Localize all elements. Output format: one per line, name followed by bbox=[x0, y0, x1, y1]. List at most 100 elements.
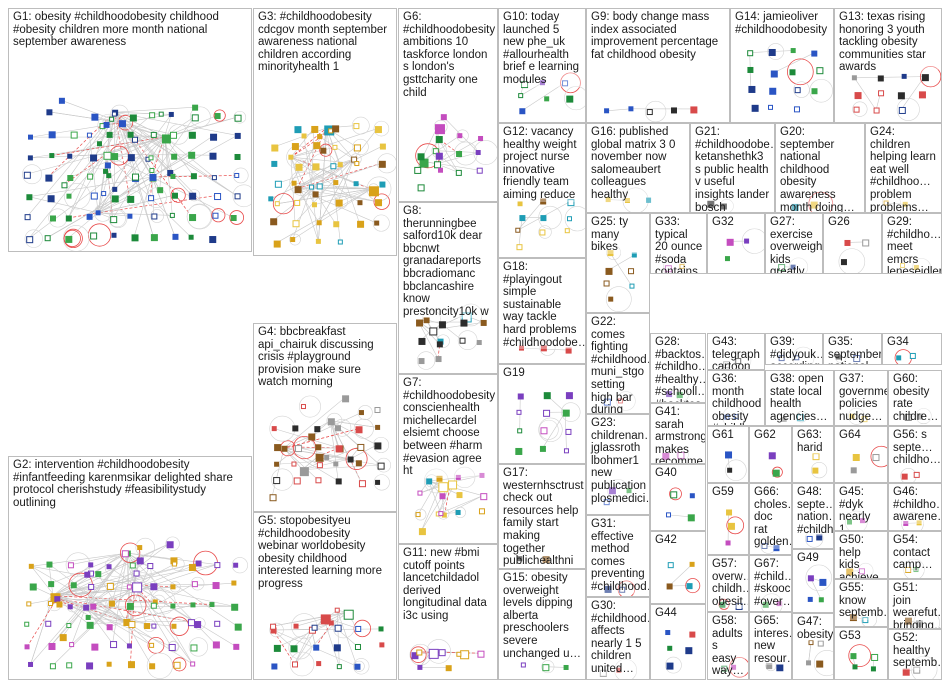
graph-node[interactable] bbox=[270, 218, 278, 226]
graph-node[interactable] bbox=[733, 414, 739, 420]
graph-node[interactable] bbox=[317, 134, 323, 140]
graph-node[interactable] bbox=[333, 461, 339, 467]
graph-node[interactable] bbox=[150, 602, 157, 609]
graph-node[interactable] bbox=[748, 85, 756, 93]
graph-node[interactable] bbox=[810, 201, 818, 209]
graph-node[interactable] bbox=[357, 200, 363, 206]
graph-node[interactable] bbox=[49, 215, 56, 222]
graph-node[interactable] bbox=[368, 186, 379, 197]
graph-node[interactable] bbox=[565, 392, 573, 400]
graph-node[interactable] bbox=[26, 601, 32, 607]
graph-node[interactable] bbox=[234, 132, 241, 139]
graph-node[interactable] bbox=[90, 603, 97, 610]
graph-node[interactable] bbox=[608, 296, 614, 302]
graph-node[interactable] bbox=[214, 562, 221, 569]
graph-node[interactable] bbox=[90, 154, 98, 162]
graph-node[interactable] bbox=[334, 607, 340, 613]
graph-node[interactable] bbox=[190, 173, 197, 180]
graph-node[interactable] bbox=[47, 195, 55, 203]
graph-node[interactable] bbox=[790, 48, 796, 54]
graph-node[interactable] bbox=[724, 256, 730, 262]
graph-node[interactable] bbox=[106, 173, 112, 179]
graph-node[interactable] bbox=[126, 643, 132, 649]
graph-node[interactable] bbox=[438, 482, 449, 493]
graph-node[interactable] bbox=[66, 623, 72, 629]
graph-node[interactable] bbox=[311, 202, 317, 208]
graph-node[interactable] bbox=[314, 426, 321, 433]
graph-node[interactable] bbox=[290, 237, 296, 243]
graph-node[interactable] bbox=[129, 114, 137, 122]
graph-node[interactable] bbox=[131, 173, 139, 181]
graph-node[interactable] bbox=[129, 562, 136, 569]
graph-node[interactable] bbox=[357, 443, 365, 451]
graph-node[interactable] bbox=[147, 563, 154, 570]
graph-node[interactable] bbox=[563, 448, 569, 454]
graph-node[interactable] bbox=[375, 479, 381, 485]
graph-node[interactable] bbox=[150, 234, 158, 242]
graph-node[interactable] bbox=[455, 509, 461, 515]
graph-node[interactable] bbox=[517, 201, 523, 207]
graph-node[interactable] bbox=[913, 471, 920, 478]
graph-node[interactable] bbox=[149, 112, 156, 119]
graph-node[interactable] bbox=[679, 263, 685, 269]
graph-node[interactable] bbox=[187, 619, 195, 627]
graph-node[interactable] bbox=[374, 407, 381, 414]
graph-node[interactable] bbox=[274, 201, 280, 207]
graph-node[interactable] bbox=[859, 518, 865, 524]
graph-node[interactable] bbox=[901, 473, 908, 480]
graph-node[interactable] bbox=[540, 427, 548, 435]
graph-node[interactable] bbox=[291, 180, 297, 186]
graph-node[interactable] bbox=[150, 583, 158, 591]
graph-node[interactable] bbox=[271, 663, 278, 670]
graph-node[interactable] bbox=[374, 126, 382, 134]
graph-node[interactable] bbox=[418, 337, 426, 345]
graph-node[interactable] bbox=[170, 603, 176, 609]
graph-node[interactable] bbox=[337, 162, 343, 168]
graph-node[interactable] bbox=[214, 113, 221, 120]
graph-node[interactable] bbox=[903, 520, 909, 526]
graph-node[interactable] bbox=[900, 262, 906, 268]
graph-node[interactable] bbox=[417, 184, 425, 192]
graph-node[interactable] bbox=[353, 144, 361, 152]
graph-node[interactable] bbox=[676, 392, 683, 399]
graph-node[interactable] bbox=[69, 642, 75, 648]
graph-node[interactable] bbox=[416, 649, 423, 656]
graph-node[interactable] bbox=[689, 493, 695, 499]
graph-node[interactable] bbox=[419, 158, 429, 168]
graph-node[interactable] bbox=[852, 664, 858, 670]
graph-node[interactable] bbox=[902, 668, 910, 676]
graph-node[interactable] bbox=[475, 150, 481, 156]
graph-node[interactable] bbox=[150, 131, 157, 138]
graph-node[interactable] bbox=[851, 75, 857, 81]
graph-node[interactable] bbox=[212, 641, 220, 649]
graph-node[interactable] bbox=[88, 583, 95, 590]
graph-node[interactable] bbox=[106, 661, 112, 667]
graph-node[interactable] bbox=[316, 462, 323, 469]
graph-node[interactable] bbox=[292, 425, 299, 432]
graph-node[interactable] bbox=[840, 259, 847, 266]
graph-node[interactable] bbox=[67, 604, 73, 610]
graph-node[interactable] bbox=[762, 601, 769, 608]
graph-node[interactable] bbox=[67, 153, 73, 159]
graph-node[interactable] bbox=[670, 107, 677, 114]
graph-node[interactable] bbox=[517, 556, 523, 562]
graph-node[interactable] bbox=[435, 152, 443, 160]
graph-node[interactable] bbox=[127, 661, 135, 669]
graph-node[interactable] bbox=[106, 564, 112, 570]
graph-node[interactable] bbox=[127, 154, 135, 162]
graph-node[interactable] bbox=[543, 409, 551, 417]
graph-node[interactable] bbox=[294, 126, 302, 134]
graph-node[interactable] bbox=[86, 621, 94, 629]
graph-node[interactable] bbox=[335, 445, 343, 453]
graph-node[interactable] bbox=[188, 151, 196, 159]
graph-node[interactable] bbox=[518, 345, 524, 351]
graph-node[interactable] bbox=[49, 663, 56, 670]
graph-node[interactable] bbox=[316, 220, 322, 226]
graph-node[interactable] bbox=[26, 236, 34, 244]
graph-node[interactable] bbox=[438, 321, 446, 329]
graph-node[interactable] bbox=[273, 477, 281, 485]
graph-node[interactable] bbox=[770, 70, 778, 78]
graph-node[interactable] bbox=[374, 220, 380, 226]
graph-node[interactable] bbox=[901, 73, 907, 79]
graph-node[interactable] bbox=[778, 264, 786, 272]
